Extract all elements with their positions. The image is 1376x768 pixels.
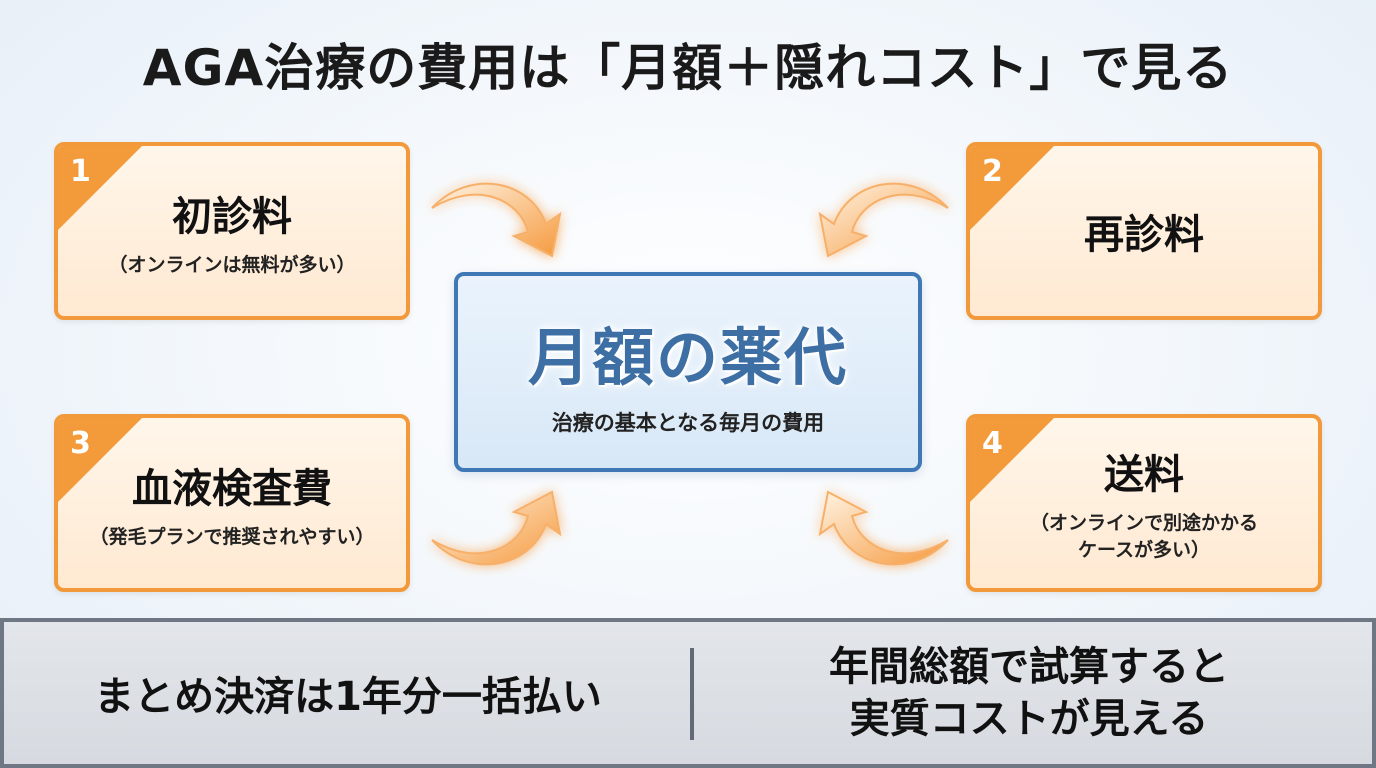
card-blood-test: 3 血液検査費 （発毛プランで推奨されやすい） <box>54 414 410 592</box>
card-number: 3 <box>70 426 91 461</box>
center-title: 月額の薬代 <box>527 321 848 394</box>
summary-left-text: まとめ決済は1年分一括払い <box>94 674 602 720</box>
arrow-2-to-center <box>818 182 949 258</box>
arrow-3-to-center <box>431 490 562 566</box>
card-number: 4 <box>982 426 1003 461</box>
card-note-line: ケースが多い） <box>1077 539 1211 561</box>
flow-arrows <box>431 182 949 566</box>
card-number-corner <box>970 146 1054 230</box>
card-note-line: （オンラインで別途かかる <box>1029 512 1258 535</box>
card-number-corner <box>970 418 1054 502</box>
card-initial-consultation: 1 初診料 （オンラインは無料が多い） <box>54 142 410 320</box>
card-number-corner <box>58 146 142 230</box>
card-note: （オンラインは無料が多い） <box>108 253 356 276</box>
summary-bar: まとめ決済は1年分一括払い 年間総額で試算すると 実質コストが見える <box>0 618 1376 768</box>
card-label: 送料 <box>1104 452 1184 499</box>
page-title: AGA治療の費用は「月額＋隠れコスト」で見る <box>142 39 1234 97</box>
card-label: 血液検査費 <box>132 465 332 512</box>
summary-right-text: 年間総額で試算すると 実質コストが見える <box>704 622 1354 764</box>
center-subtitle: 治療の基本となる毎月の費用 <box>551 411 825 435</box>
summary-divider <box>690 648 694 740</box>
card-label: 再診料 <box>1084 212 1204 258</box>
center-monthly-cost: 月額の薬代 治療の基本となる毎月の費用 <box>454 272 922 472</box>
card-number-corner <box>58 418 142 502</box>
card-shipping: 4 送料 （オンラインで別途かかる ケースが多い） <box>966 414 1322 592</box>
arrow-1-to-center <box>431 182 562 258</box>
card-number: 1 <box>70 154 91 189</box>
card-follow-up-consultation: 2 再診料 <box>966 142 1322 320</box>
card-note: （オンラインで別途かかる ケースが多い） <box>1030 510 1258 563</box>
summary-right-line: 実質コストが見える <box>849 696 1209 742</box>
card-number: 2 <box>982 154 1003 189</box>
card-label: 初診料 <box>172 193 292 240</box>
arrow-4-to-center <box>818 490 949 566</box>
card-note: （発毛プランで推奨されやすい） <box>89 525 375 548</box>
summary-right-line: 年間総額で試算すると <box>829 644 1229 690</box>
